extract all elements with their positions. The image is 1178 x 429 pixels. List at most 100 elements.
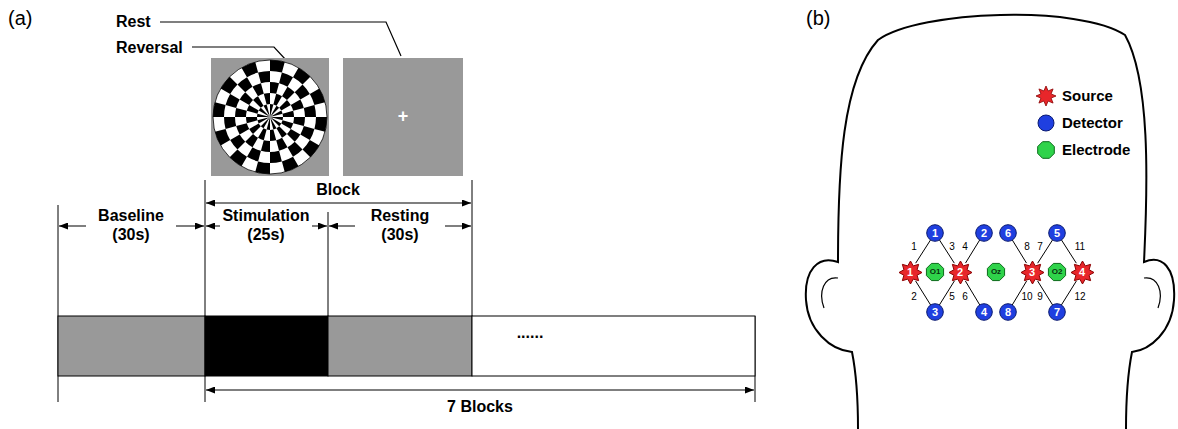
source-symbol — [1036, 86, 1056, 106]
node-text: Oz — [991, 268, 1001, 276]
source-star: 3 — [1021, 261, 1044, 284]
node-text: 7 — [1054, 307, 1060, 318]
checker-cell — [303, 140, 320, 157]
channel-line — [1038, 240, 1053, 263]
baseline-bar — [58, 316, 205, 376]
node-text: O1 — [930, 268, 941, 276]
node-text: O2 — [1052, 268, 1063, 276]
node-text: 6 — [1005, 228, 1011, 239]
detector-shape — [927, 304, 944, 321]
checker-cell — [257, 117, 270, 124]
detector-circle: 3 — [926, 303, 944, 321]
node-text: 1 — [932, 228, 938, 239]
legend-text: Electrode — [1062, 141, 1130, 159]
checker-cell — [246, 117, 257, 123]
checker-cell — [226, 94, 240, 108]
stimulation-bar — [205, 316, 328, 376]
node-text: 5 — [1054, 228, 1060, 239]
ear-line — [822, 278, 838, 308]
checker-cell — [270, 151, 282, 163]
checker-cell — [282, 87, 295, 100]
channel-line — [916, 281, 931, 305]
screen-label: Reversal — [116, 38, 183, 57]
detector-shape — [976, 304, 993, 321]
electrode-shape — [987, 263, 1004, 280]
detector-circle: 7 — [1048, 303, 1066, 321]
block-label: Block — [316, 180, 360, 199]
electrode-shape — [926, 263, 943, 280]
detector-symbol — [1038, 115, 1054, 131]
checker-cell — [253, 83, 264, 96]
node-text: 4 — [1079, 267, 1085, 278]
continuation-dots: ...... — [517, 323, 544, 342]
checker-cell — [235, 108, 247, 117]
leader-line — [160, 22, 401, 56]
detector-shape — [1049, 225, 1066, 242]
node-text: 4 — [981, 307, 987, 318]
span-arrow — [206, 202, 471, 203]
checker-cell — [270, 82, 279, 94]
electrode-symbol — [1038, 142, 1055, 159]
rest-screen — [343, 58, 463, 176]
checker-cell — [230, 150, 247, 167]
channel-number: 8 — [1024, 242, 1030, 252]
channel-line — [939, 240, 954, 263]
checker-cell — [224, 117, 236, 129]
channel-line — [939, 281, 954, 305]
source-star: 1 — [899, 261, 922, 284]
channel-number: 4 — [962, 242, 968, 252]
phase-label: Baseline (30s) — [86, 206, 176, 244]
node-text: 3 — [932, 307, 938, 318]
checker-cell — [264, 104, 271, 117]
checker-cell — [236, 123, 249, 134]
checker-cell — [295, 84, 310, 99]
detector-shape — [1000, 225, 1017, 242]
checker-cell — [310, 89, 325, 106]
head-outline — [806, 15, 1174, 429]
detector-circle: 2 — [975, 224, 993, 242]
checker-cell — [270, 130, 276, 141]
screen-label: Rest — [116, 12, 151, 31]
checker-cell — [283, 111, 294, 117]
channel-number: 3 — [949, 242, 955, 252]
checker-cell — [291, 100, 304, 111]
source-shape — [949, 261, 972, 284]
checker-cell — [247, 105, 259, 114]
phase-label: Resting (30s) — [355, 206, 445, 244]
channel-number: 10 — [1021, 292, 1032, 302]
detector-shape — [976, 225, 993, 242]
checker-cell — [270, 111, 283, 118]
checker-cell — [264, 93, 270, 104]
checker-cell — [247, 147, 261, 161]
checker-screen — [211, 58, 329, 176]
channel-number: 1 — [911, 242, 917, 252]
checkerboard — [213, 60, 327, 174]
checker-cell — [273, 94, 282, 106]
span-arrow — [206, 389, 754, 390]
checker-cell — [288, 142, 303, 157]
channel-number: 2 — [911, 292, 917, 302]
source-shape — [1021, 261, 1044, 284]
detector-shape — [1000, 304, 1017, 321]
resting-bar — [328, 316, 472, 376]
channel-number: 11 — [1075, 242, 1085, 252]
checker-cell — [213, 102, 226, 117]
node-text: 2 — [981, 228, 987, 239]
source-star: 4 — [1071, 261, 1094, 284]
checker-cell — [258, 128, 267, 140]
checker-cell — [221, 77, 238, 94]
electrode-octagon: Oz — [986, 262, 1006, 282]
panel-letter: (a) — [8, 6, 32, 30]
node-text: 8 — [1005, 307, 1011, 318]
detector-circle: 1 — [926, 224, 944, 242]
tick-line — [472, 180, 473, 316]
detector-circle: 8 — [999, 303, 1017, 321]
tick-line — [328, 212, 329, 316]
channel-number: 6 — [962, 292, 968, 302]
electrode-octagon: O2 — [1047, 262, 1067, 282]
detector-circle: 5 — [1048, 224, 1066, 242]
checker-cell — [282, 157, 299, 172]
channel-line — [1038, 281, 1053, 305]
checker-cell — [281, 120, 293, 129]
